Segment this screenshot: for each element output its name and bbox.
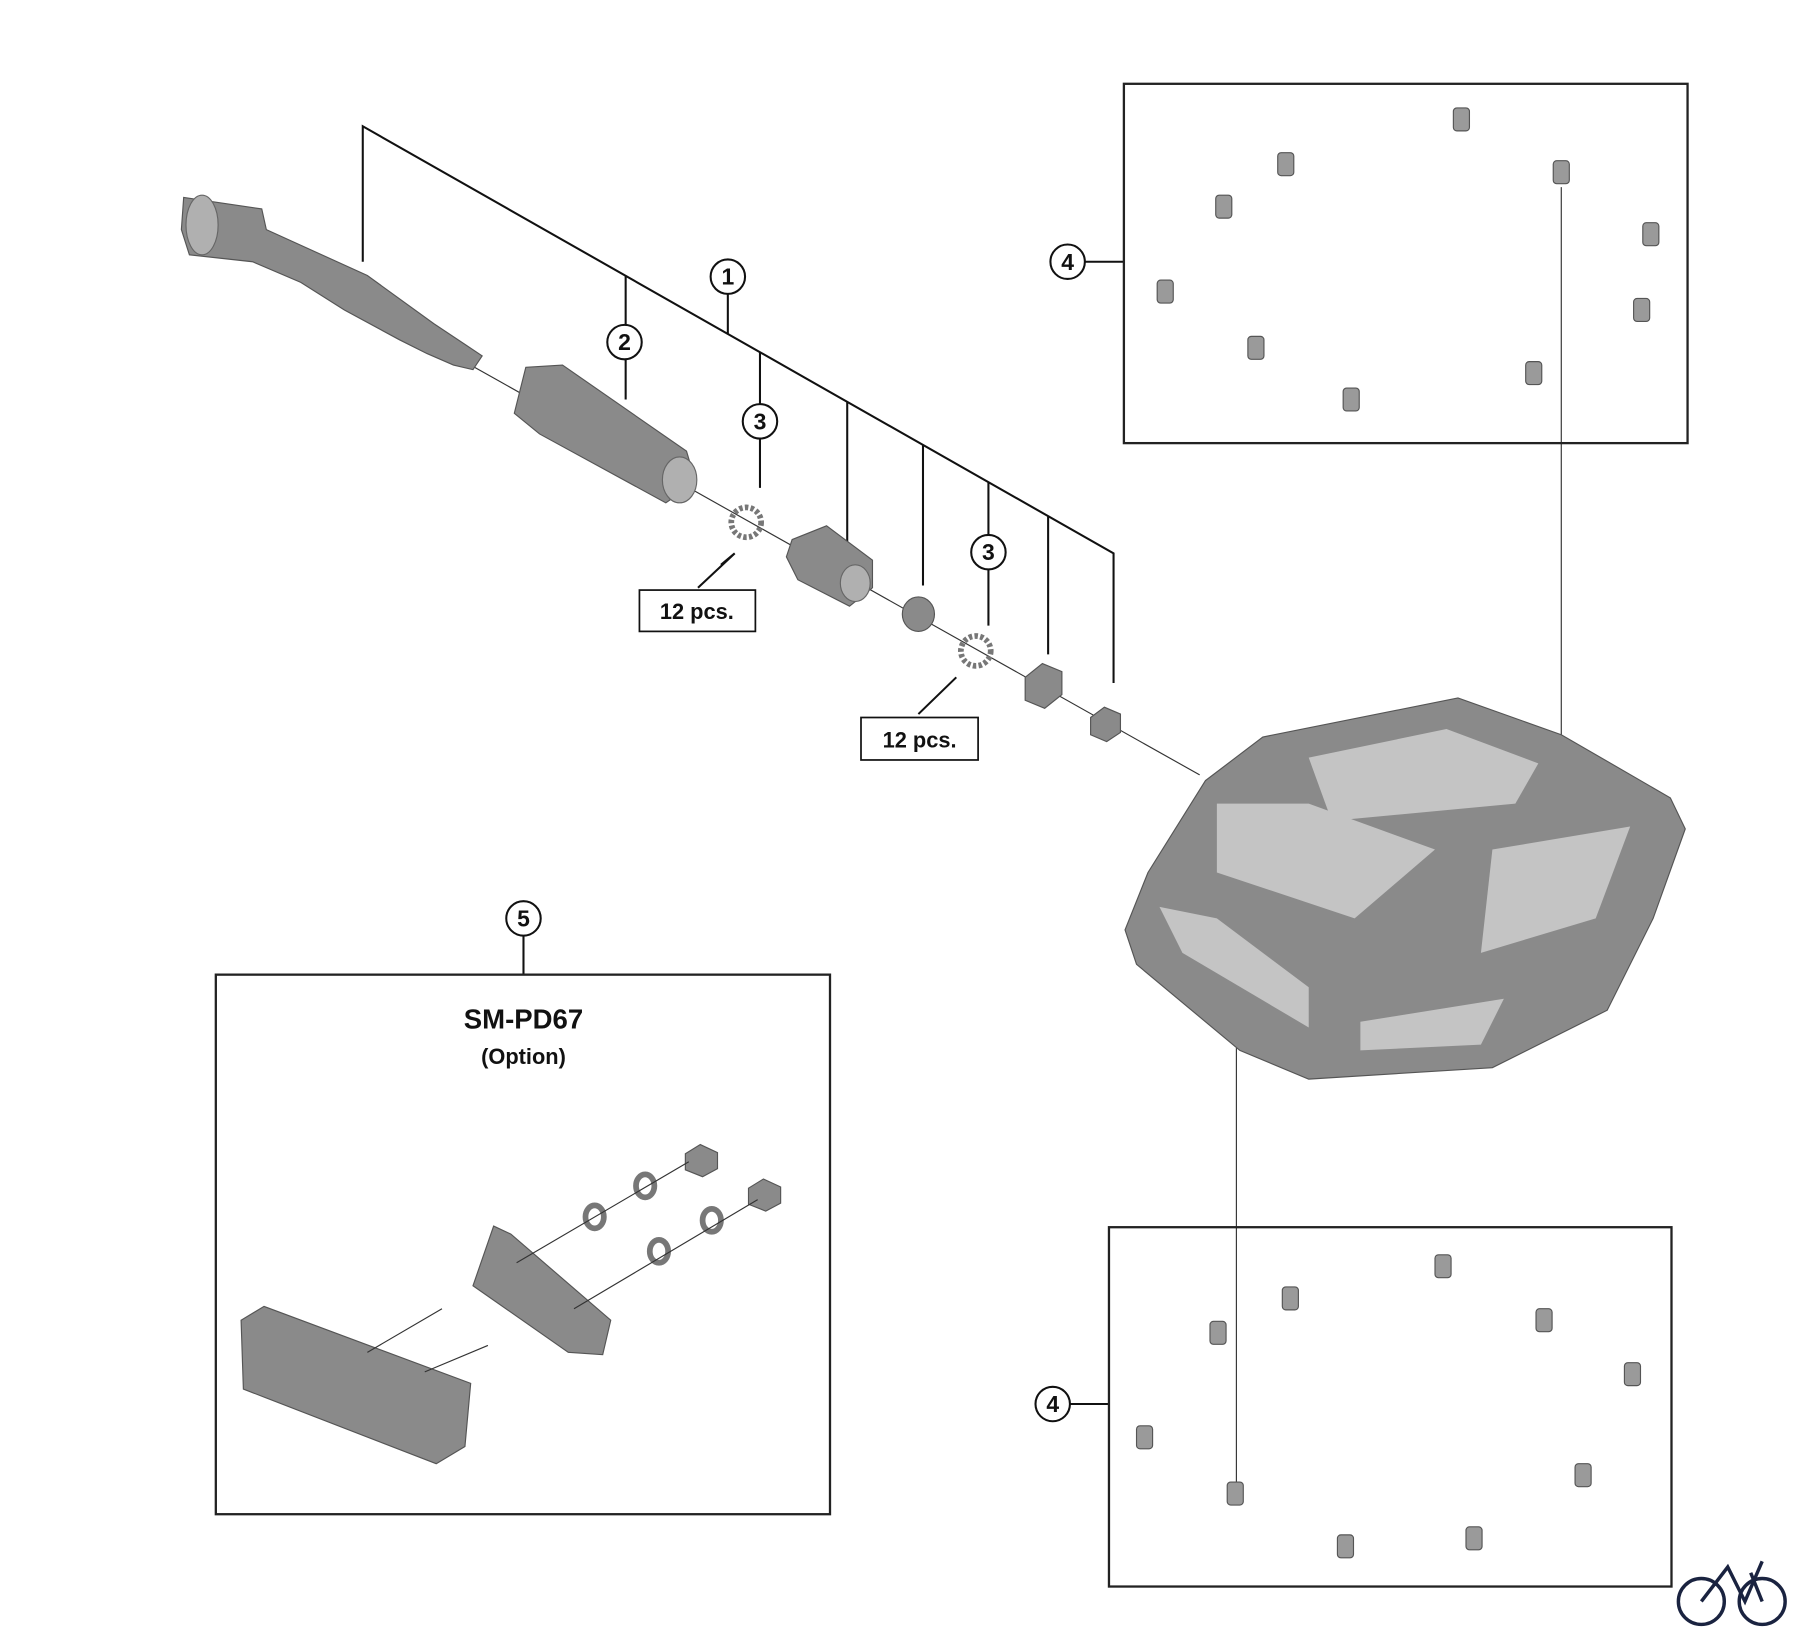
lock-nut [1024,662,1063,709]
pedal-body [1124,697,1686,1080]
option-title: SM-PD67 [464,1004,583,1035]
pins-top [1156,107,1660,412]
callout-4b: 4 [1034,1385,1071,1423]
svg-text:1: 1 [721,264,734,290]
bicycle-icon [1676,1560,1787,1627]
ball-bearings-a [728,504,764,541]
callout-2: 2 [606,323,643,361]
svg-text:3: 3 [982,539,995,565]
svg-text:4: 4 [1061,249,1074,275]
callout-4a: 4 [1049,243,1086,280]
end-nut [1090,706,1122,743]
option-subtitle: (Option) [481,1044,566,1069]
pedal-axle [180,194,483,371]
bearing-cup [785,525,874,607]
axle-sleeve [513,364,698,504]
pins-box-bottom [1107,1226,1673,1588]
option-box [214,973,832,1516]
pins-bottom [1135,1254,1642,1559]
svg-text:12 pcs.: 12 pcs. [660,599,734,624]
cone [901,596,936,632]
callout-3b: 3 [970,533,1007,571]
ball-bearings-b [958,633,994,669]
svg-text:3: 3 [754,408,767,434]
callout-1: 1 [709,258,747,295]
reflector-parts [240,1143,782,1465]
svg-text:5: 5 [517,905,530,931]
callout-5: 5 [505,900,542,937]
svg-text:2: 2 [618,329,631,355]
svg-text:4: 4 [1046,1391,1059,1417]
svg-text:12 pcs.: 12 pcs. [883,727,957,752]
callout-3a: 3 [741,403,779,440]
pins-box-top [1122,82,1689,445]
quantity-label-2: 12 pcs. [860,716,979,761]
quantity-label-1: 12 pcs. [638,589,757,633]
